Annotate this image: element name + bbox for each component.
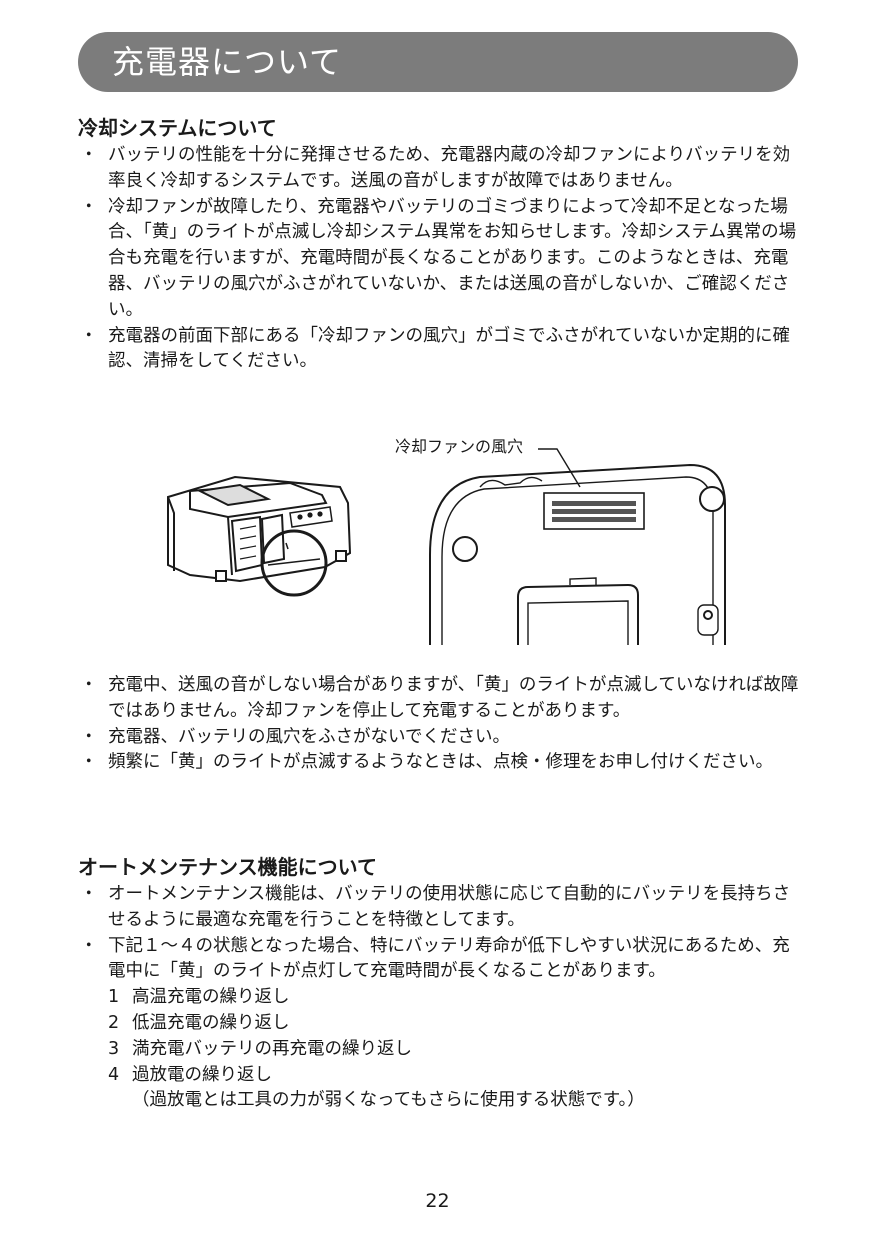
- page-number: 22: [425, 1190, 450, 1212]
- condition-text: 過放電の繰り返し: [132, 1064, 272, 1085]
- condition-item: 4 過放電の繰り返し: [108, 1063, 800, 1089]
- condition-item: 1 高温充電の繰り返し: [108, 985, 800, 1011]
- list-item: ・冷却ファンが故障したり、充電器やバッテリのゴミづまりによって冷却不足となった場…: [78, 195, 800, 324]
- charger-vent-view: [429, 463, 726, 645]
- bullet-text: 充電器の前面下部にある「冷却ファンの風穴」がゴミでふさがれていないか定期的に確認…: [108, 325, 790, 372]
- bullet-text: オートメンテナンス機能は、バッテリの使用状態に応じて自動的にバッテリを長持ちさせ…: [108, 884, 791, 930]
- condition-item: 3 満充電バッテリの再充電の繰り返し: [108, 1037, 800, 1063]
- bullet-text: 冷却ファンが故障したり、充電器やバッテリのゴミづまりによって冷却不足となった場合…: [108, 196, 797, 320]
- condition-text: 低温充電の繰り返し: [132, 1012, 290, 1033]
- condition-text: 高温充電の繰り返し: [132, 987, 290, 1008]
- bullet-mark: ・: [80, 196, 98, 217]
- maintenance-bullet-list: ・オートメンテナンス機能は、バッテリの使用状態に応じて自動的にバッテリを長持ちさ…: [78, 882, 800, 1114]
- bullet-mark: ・: [80, 935, 98, 956]
- bullet-text: 充電器、バッテリの風穴をふさがないでください。: [108, 726, 510, 747]
- maintenance-heading: オートメンテナンス機能について: [78, 855, 377, 879]
- bullet-text: バッテリの性能を十分に発揮させるため、充電器内蔵の冷却ファンによりバッテリを効率…: [108, 145, 791, 191]
- condition-text: 満充電バッテリの再充電の繰り返し: [132, 1038, 412, 1059]
- cooling-bullet-list: ・バッテリの性能を十分に発揮させるため、充電器内蔵の冷却ファンによりバッテリを効…: [78, 143, 800, 375]
- bullet-text: 充電中、送風の音がしない場合がありますが、「黄」のライトが点滅していなければ故障…: [108, 675, 799, 721]
- condition-number: 1: [108, 987, 120, 1008]
- section-title-bar: 充電器について: [78, 32, 798, 92]
- list-item: ・充電器、バッテリの風穴をふさがないでください。: [78, 725, 800, 751]
- list-item: ・充電器の前面下部にある「冷却ファンの風穴」がゴミでふさがれていないか定期的に確…: [78, 324, 800, 376]
- cooling-notes-list: ・充電中、送風の音がしない場合がありますが、「黄」のライトが点滅していなければ故…: [78, 673, 800, 776]
- bullet-mark: ・: [80, 145, 98, 165]
- bullet-mark: ・: [80, 325, 98, 346]
- list-item: ・充電中、送風の音がしない場合がありますが、「黄」のライトが点滅していなければ故…: [78, 673, 800, 725]
- bullet-mark: ・: [80, 675, 98, 695]
- list-item: ・頻繁に「黄」のライトが点滅するようなときは、点検・修理をお申し付けください。: [78, 750, 800, 776]
- charger-side-view: [167, 475, 352, 597]
- condition-number: 2: [108, 1012, 120, 1033]
- bullet-mark: ・: [80, 726, 98, 747]
- bullet-text: 頻繁に「黄」のライトが点滅するようなときは、点検・修理をお申し付けください。: [108, 752, 773, 773]
- condition-number: 4: [108, 1064, 120, 1085]
- bullet-text: 下記１～４の状態となった場合、特にバッテリ寿命が低下しやすい状況にあるため、充電…: [108, 935, 790, 982]
- cooling-heading: 冷却システムについて: [78, 116, 277, 140]
- condition-number: 3: [108, 1038, 120, 1059]
- list-item: ・下記１～４の状態となった場合、特にバッテリ寿命が低下しやすい状況にあるため、充…: [78, 934, 800, 1115]
- charger-figure: 冷却ファンの風穴: [150, 425, 740, 645]
- list-item: ・オートメンテナンス機能は、バッテリの使用状態に応じて自動的にバッテリを長持ちさ…: [78, 882, 800, 934]
- bullet-mark: ・: [80, 752, 98, 773]
- bullet-mark: ・: [80, 884, 98, 904]
- charger-illustration: [167, 448, 726, 645]
- condition-item: 2 低温充電の繰り返し: [108, 1011, 800, 1037]
- list-item: ・バッテリの性能を十分に発揮させるため、充電器内蔵の冷却ファンによりバッテリを効…: [78, 143, 800, 195]
- figure-callout-label: 冷却ファンの風穴: [395, 437, 524, 456]
- over-discharge-note: （過放電とは工具の力が弱くなってもさらに使用する状態です。）: [132, 1090, 645, 1111]
- page-title: 充電器について: [112, 43, 343, 81]
